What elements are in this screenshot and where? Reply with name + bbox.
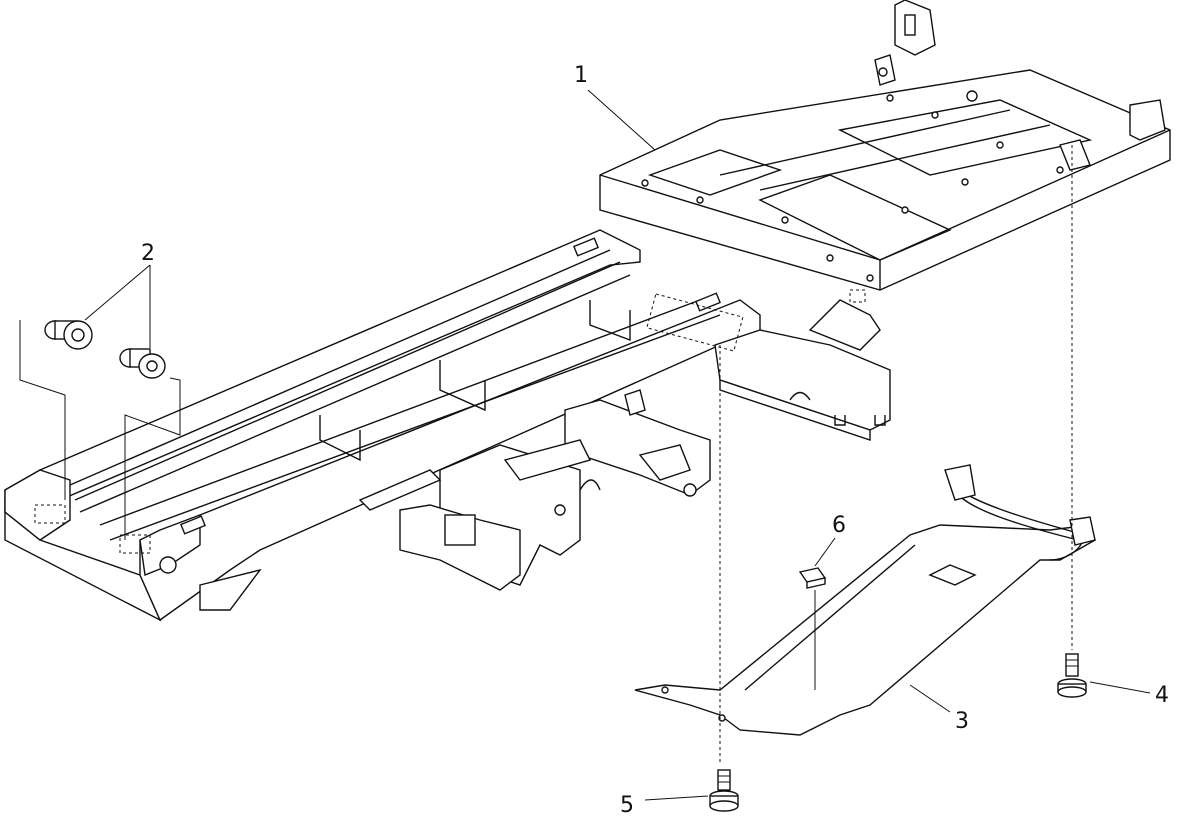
leader-line-1 bbox=[587, 89, 656, 151]
bottom-plate-part-3 bbox=[634, 464, 1096, 736]
bushings-part-2 bbox=[19, 320, 181, 540]
callout-2: 2 bbox=[141, 241, 155, 266]
cushion-part-6 bbox=[798, 567, 827, 690]
middle-brackets bbox=[358, 389, 711, 591]
upper-frame-part-1 bbox=[599, 0, 1171, 303]
callout-1: 1 bbox=[574, 63, 588, 88]
leader-line-6 bbox=[814, 537, 836, 567]
screw-part-5 bbox=[709, 769, 739, 812]
leader-line-5 bbox=[644, 795, 709, 801]
callout-6: 6 bbox=[832, 513, 846, 538]
leader-line-2a bbox=[84, 264, 151, 321]
callout-5: 5 bbox=[620, 793, 634, 818]
screw-part-4 bbox=[1057, 653, 1087, 698]
callout-3: 3 bbox=[955, 709, 969, 734]
leader-line-3 bbox=[909, 684, 951, 713]
base-rail-frame bbox=[4, 229, 761, 622]
callout-4: 4 bbox=[1155, 683, 1169, 708]
carriage-block bbox=[646, 293, 891, 441]
leader-line-4 bbox=[1089, 681, 1151, 694]
